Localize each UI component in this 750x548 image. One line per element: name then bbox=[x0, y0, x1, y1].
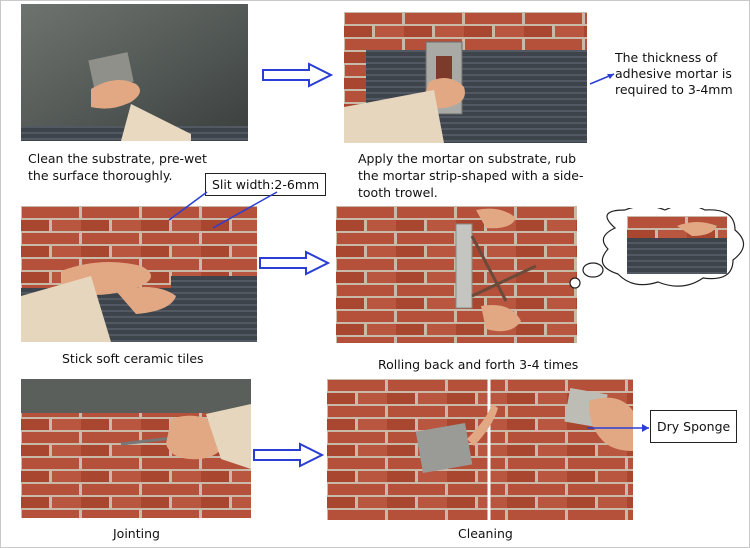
step6-photo-cleaning bbox=[327, 379, 633, 520]
step5-caption: Jointing bbox=[113, 526, 160, 541]
step1-caption: Clean the substrate, pre-wet the surface… bbox=[28, 151, 207, 183]
step2-caption: Apply the mortar on substrate, rub the m… bbox=[358, 151, 584, 200]
thought-bubble-icon bbox=[569, 208, 745, 289]
step5-photo-jointing bbox=[21, 379, 251, 518]
thickness-note: The thickness of adhesive mortar is requ… bbox=[615, 50, 733, 97]
step4-caption: Rolling back and forth 3-4 times bbox=[378, 357, 579, 372]
dry-sponge-label: Dry Sponge bbox=[650, 410, 738, 443]
right-arrow-icon bbox=[262, 62, 333, 88]
step4-photo-rolling bbox=[336, 206, 577, 343]
pointer-line-icon bbox=[168, 191, 278, 229]
slit-width-label: Slit width:2-6mm bbox=[205, 173, 327, 196]
step1-photo-clean-substrate bbox=[21, 4, 248, 141]
right-arrow-icon bbox=[253, 442, 324, 468]
step3-caption: Stick soft ceramic tiles bbox=[62, 351, 204, 366]
pointer-line-icon bbox=[589, 73, 615, 85]
right-arrow-icon bbox=[259, 250, 330, 276]
step6-caption: Cleaning bbox=[458, 526, 513, 541]
pointer-line-icon bbox=[587, 424, 649, 432]
step2-photo-apply-mortar bbox=[344, 12, 587, 143]
step3-photo-stick-tiles bbox=[21, 206, 257, 342]
